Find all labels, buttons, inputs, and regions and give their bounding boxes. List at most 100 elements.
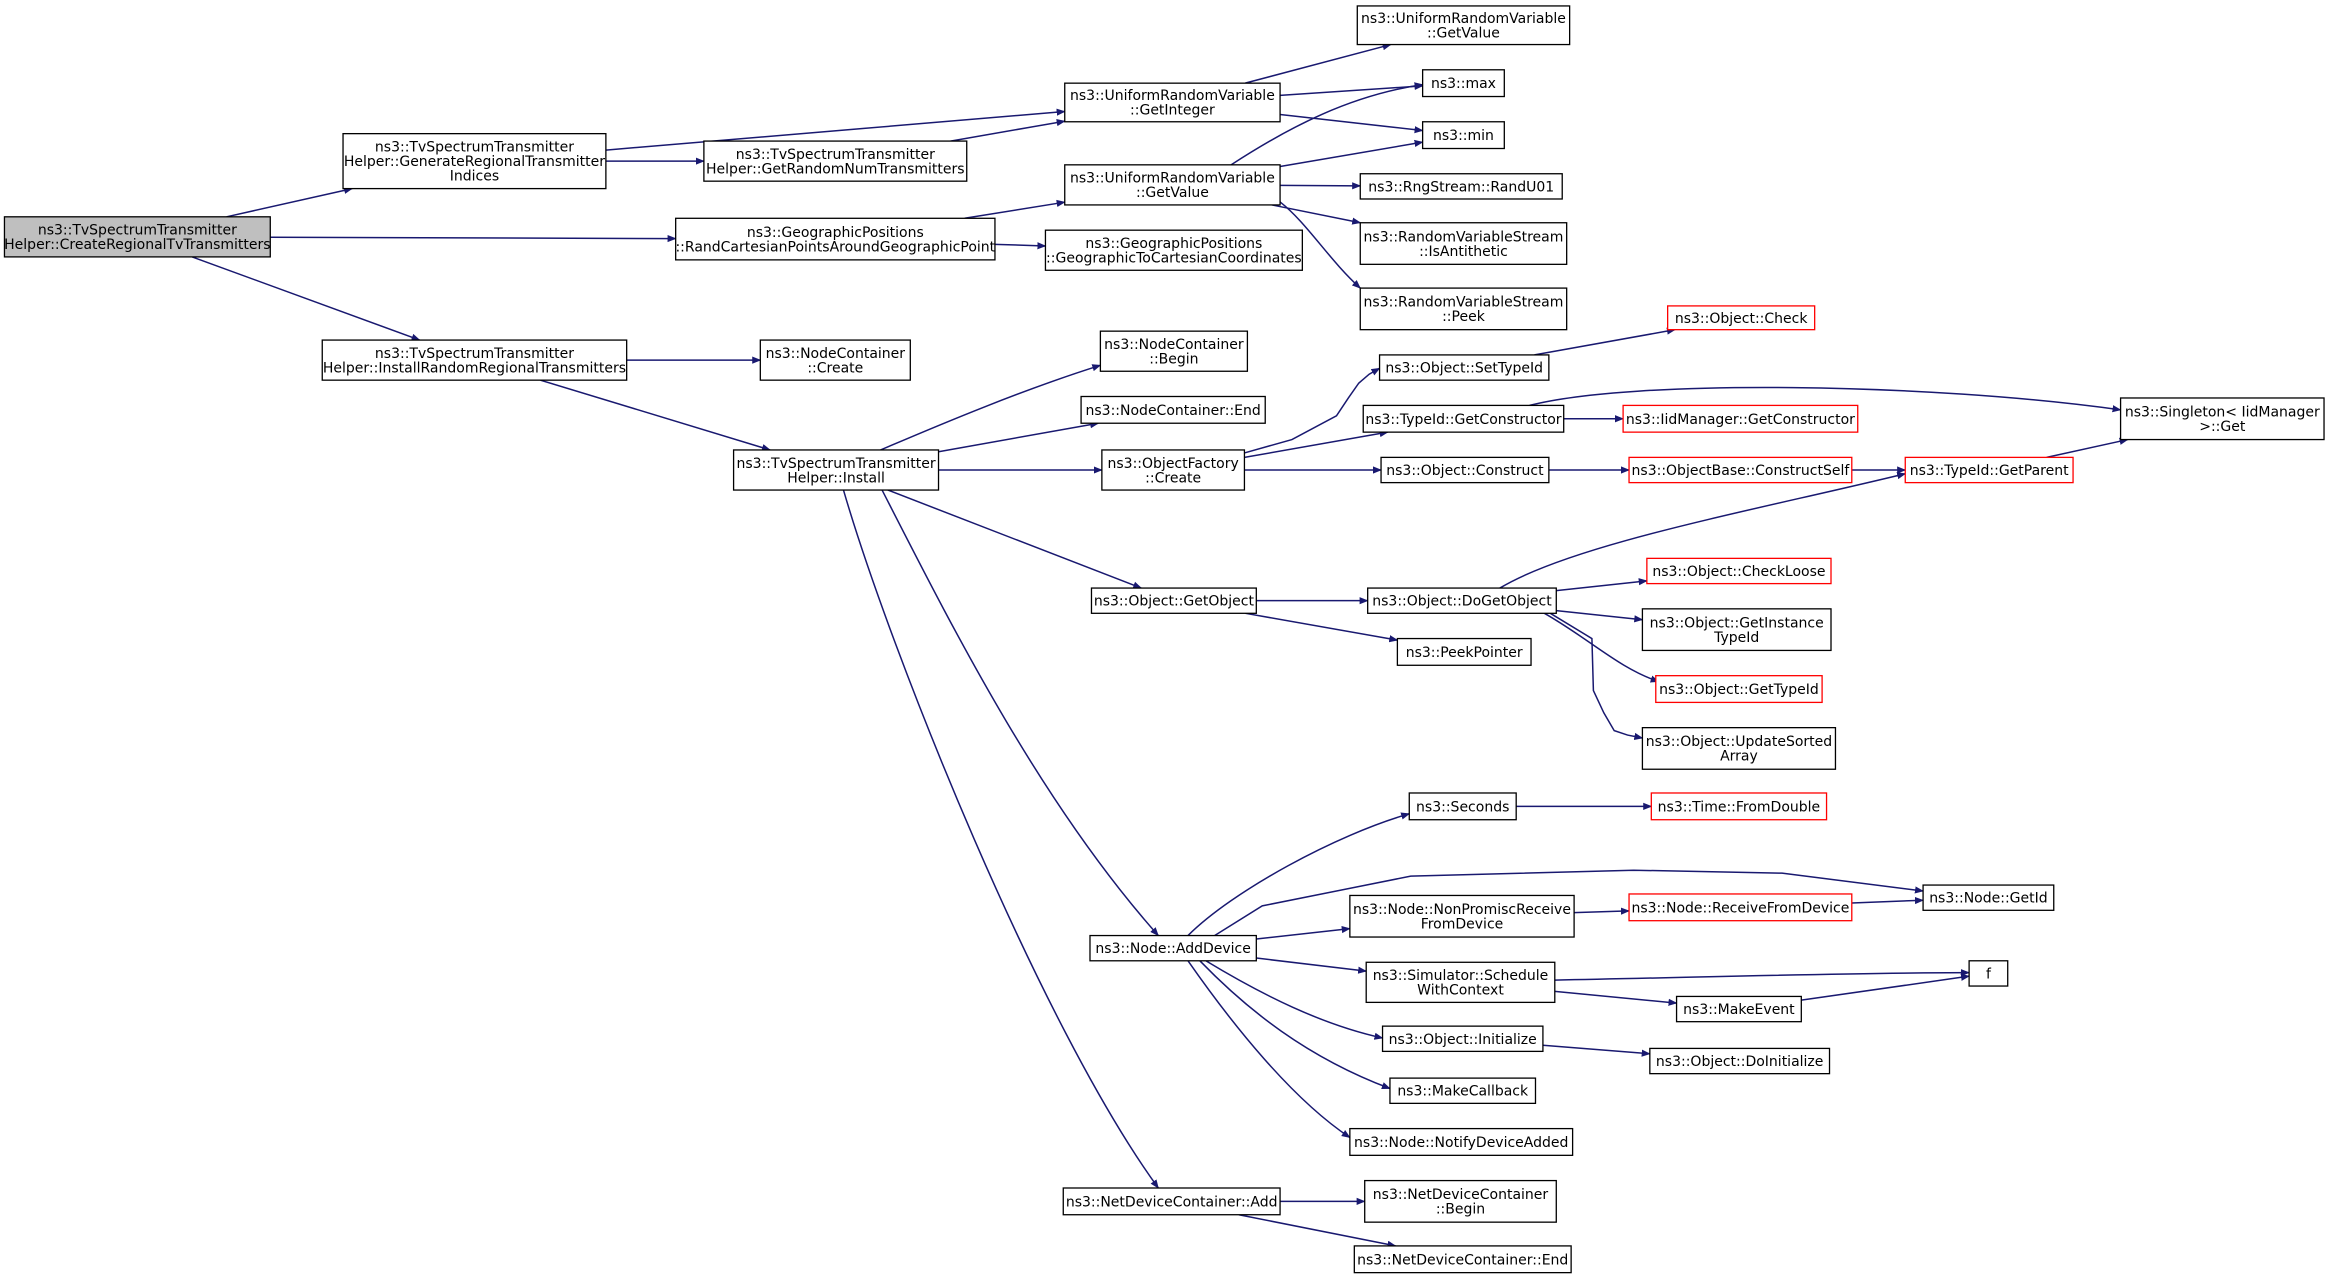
node-peekPointer[interactable]: ns3::PeekPointer bbox=[1396, 637, 1532, 666]
node-construct[interactable]: ns3::Object::Construct bbox=[1380, 456, 1550, 484]
node-getObject[interactable]: ns3::Object::GetObject bbox=[1090, 587, 1257, 614]
node-constructSelf[interactable]: ns3::ObjectBase::ConstructSelf bbox=[1628, 456, 1853, 484]
node-uGetVal[interactable]: ns3::UniformRandomVariable::GetValue bbox=[1064, 164, 1281, 206]
edges-layer bbox=[191, 43, 2129, 1248]
node-box bbox=[1356, 5, 1571, 46]
node-f[interactable]: f bbox=[1968, 960, 2009, 987]
node-label-line: ns3::Object::UpdateSorted bbox=[1646, 734, 1832, 750]
node-doGetObject[interactable]: ns3::Object::DoGetObject bbox=[1367, 587, 1557, 614]
node-ndcBegin[interactable]: ns3::NetDeviceContainer::Begin bbox=[1364, 1179, 1557, 1223]
node-label-line: ns3::Node::NotifyDeviceAdded bbox=[1354, 1135, 1568, 1151]
node-setTypeId[interactable]: ns3::Object::SetTypeId bbox=[1378, 354, 1550, 381]
node-label-line: ns3::TypeId::GetParent bbox=[1910, 463, 2069, 479]
node-singletonGet[interactable]: ns3::Singleton< IidManager>::Get bbox=[2119, 397, 2325, 441]
node-label-line: ::GetInteger bbox=[1130, 103, 1215, 119]
node-randU01[interactable]: ns3::RngStream::RandU01 bbox=[1359, 173, 1563, 200]
node-box bbox=[1365, 961, 1556, 1004]
node-genIdx[interactable]: ns3::TvSpectrumTransmitterHelper::Genera… bbox=[342, 132, 607, 190]
node-label-line: ::Begin bbox=[1436, 1202, 1485, 1218]
node-box bbox=[1349, 894, 1575, 938]
node-isAnti[interactable]: ns3::RandomVariableStream::IsAntithetic bbox=[1359, 222, 1568, 265]
edge-addDevice-to-makeCallback bbox=[1199, 960, 1391, 1090]
node-doInitialize[interactable]: ns3::Object::DoInitialize bbox=[1649, 1047, 1831, 1075]
node-seconds[interactable]: ns3::Seconds bbox=[1408, 792, 1517, 821]
node-label-line: ::RandCartesianPointsAroundGeographicPoi… bbox=[675, 239, 995, 255]
node-uGetValTop[interactable]: ns3::UniformRandomVariable::GetValue bbox=[1356, 5, 1571, 46]
node-box bbox=[1359, 287, 1568, 331]
node-box bbox=[1099, 330, 1249, 372]
edge-makeEvent-to-f bbox=[1801, 973, 1971, 1001]
node-box bbox=[1675, 995, 1802, 1023]
node-fromDouble[interactable]: ns3::Time::FromDouble bbox=[1650, 792, 1828, 821]
node-label-line: FromDevice bbox=[1421, 916, 1504, 932]
node-label-line: Indices bbox=[450, 169, 499, 185]
node-geoToCart[interactable]: ns3::GeographicPositions::GeographicToCa… bbox=[1044, 229, 1303, 271]
node-ncEnd[interactable]: ns3::NodeContainer::End bbox=[1080, 395, 1266, 424]
edge-addDevice-to-initialize bbox=[1205, 960, 1384, 1040]
nodes-layer: ns3::TvSpectrumTransmitterHelper::Create… bbox=[3, 5, 2325, 1274]
node-ofCreate[interactable]: ns3::ObjectFactory::Create bbox=[1101, 449, 1246, 491]
node-label-line: ns3::Object::Initialize bbox=[1389, 1032, 1537, 1048]
node-root[interactable]: ns3::TvSpectrumTransmitterHelper::Create… bbox=[3, 216, 271, 258]
node-instRand[interactable]: ns3::TvSpectrumTransmitterHelper::Instal… bbox=[321, 339, 628, 381]
edge-uGetInt-to-uGetValTop bbox=[1244, 43, 1392, 84]
node-ndcAdd[interactable]: ns3::NetDeviceContainer::Add bbox=[1062, 1187, 1281, 1216]
node-max[interactable]: ns3::max bbox=[1421, 69, 1505, 98]
node-getRandNum[interactable]: ns3::TvSpectrumTransmitterHelper::GetRan… bbox=[703, 140, 968, 182]
node-label-line: ns3::Object::GetTypeId bbox=[1659, 682, 1819, 698]
node-box bbox=[321, 339, 628, 381]
node-getCtor[interactable]: ns3::TypeId::GetConstructor bbox=[1362, 404, 1565, 433]
node-box bbox=[1650, 792, 1828, 821]
edge-uGetVal-to-isAnti bbox=[1271, 204, 1362, 225]
node-makeCallback[interactable]: ns3::MakeCallback bbox=[1389, 1077, 1537, 1105]
node-ndcEnd[interactable]: ns3::NetDeviceContainer::End bbox=[1353, 1245, 1572, 1274]
node-iidGetCtor[interactable]: ns3::IidManager::GetConstructor bbox=[1622, 404, 1859, 433]
node-label-line: ns3::TvSpectrumTransmitter bbox=[375, 140, 574, 156]
node-box bbox=[1359, 173, 1563, 200]
node-peek[interactable]: ns3::RandomVariableStream::Peek bbox=[1359, 287, 1568, 331]
node-notifyDevAdded[interactable]: ns3::Node::NotifyDeviceAdded bbox=[1349, 1127, 1574, 1156]
node-box bbox=[1044, 229, 1303, 271]
node-label-line: ns3::RandomVariableStream bbox=[1364, 229, 1564, 245]
node-label-line: Helper::CreateRegionalTvTransmitters bbox=[4, 237, 270, 253]
edge-root-to-instRand bbox=[191, 256, 421, 341]
node-label-line: Helper::GenerateRegionalTransmitter bbox=[344, 154, 605, 170]
node-checkLoose[interactable]: ns3::Object::CheckLoose bbox=[1646, 557, 1832, 585]
node-randCart[interactable]: ns3::GeographicPositions::RandCartesianP… bbox=[675, 217, 996, 261]
node-label-line: ::GeographicToCartesianCoordinates bbox=[1046, 250, 1302, 266]
edge-initialize-to-doInitialize bbox=[1542, 1044, 1651, 1057]
edge-randCart-to-uGetVal bbox=[964, 199, 1066, 220]
node-uGetInt[interactable]: ns3::UniformRandomVariable::GetInteger bbox=[1064, 82, 1281, 123]
node-label-line: f bbox=[1986, 966, 1992, 982]
node-label-line: ns3::Time::FromDouble bbox=[1658, 799, 1821, 815]
node-label-line: ::IsAntithetic bbox=[1419, 244, 1508, 260]
node-check[interactable]: ns3::Object::Check bbox=[1667, 305, 1816, 331]
node-label-line: ns3::Node::ReceiveFromDevice bbox=[1631, 900, 1849, 916]
node-label-line: ns3::max bbox=[1431, 76, 1496, 92]
node-makeEvent[interactable]: ns3::MakeEvent bbox=[1675, 995, 1802, 1023]
node-box bbox=[703, 140, 968, 182]
node-recvFromDev[interactable]: ns3::Node::ReceiveFromDevice bbox=[1628, 893, 1853, 922]
node-getParent[interactable]: ns3::TypeId::GetParent bbox=[1904, 456, 2074, 484]
node-addDevice[interactable]: ns3::Node::AddDevice bbox=[1089, 934, 1257, 962]
node-box bbox=[1389, 1077, 1537, 1105]
node-box bbox=[1359, 222, 1568, 265]
edge-nonPromisc-to-recvFromDev bbox=[1574, 907, 1630, 915]
node-install[interactable]: ns3::TvSpectrumTransmitterHelper::Instal… bbox=[732, 449, 940, 491]
edge-getCtor-to-singletonGet bbox=[1529, 386, 2122, 413]
node-label-line: ns3::GeographicPositions bbox=[747, 225, 924, 241]
node-getTypeId[interactable]: ns3::Object::GetTypeId bbox=[1655, 675, 1823, 704]
node-label-line: ns3::min bbox=[1433, 128, 1494, 144]
edge-ofCreate-to-getCtor bbox=[1244, 429, 1389, 459]
node-box bbox=[1646, 557, 1832, 585]
node-nodeGetId[interactable]: ns3::Node::GetId bbox=[1922, 884, 2055, 911]
node-min[interactable]: ns3::min bbox=[1421, 121, 1505, 150]
node-ncBegin[interactable]: ns3::NodeContainer::Begin bbox=[1099, 330, 1249, 372]
node-initialize[interactable]: ns3::Object::Initialize bbox=[1381, 1025, 1544, 1053]
node-ncCreate[interactable]: ns3::NodeContainer::Create bbox=[759, 339, 911, 381]
